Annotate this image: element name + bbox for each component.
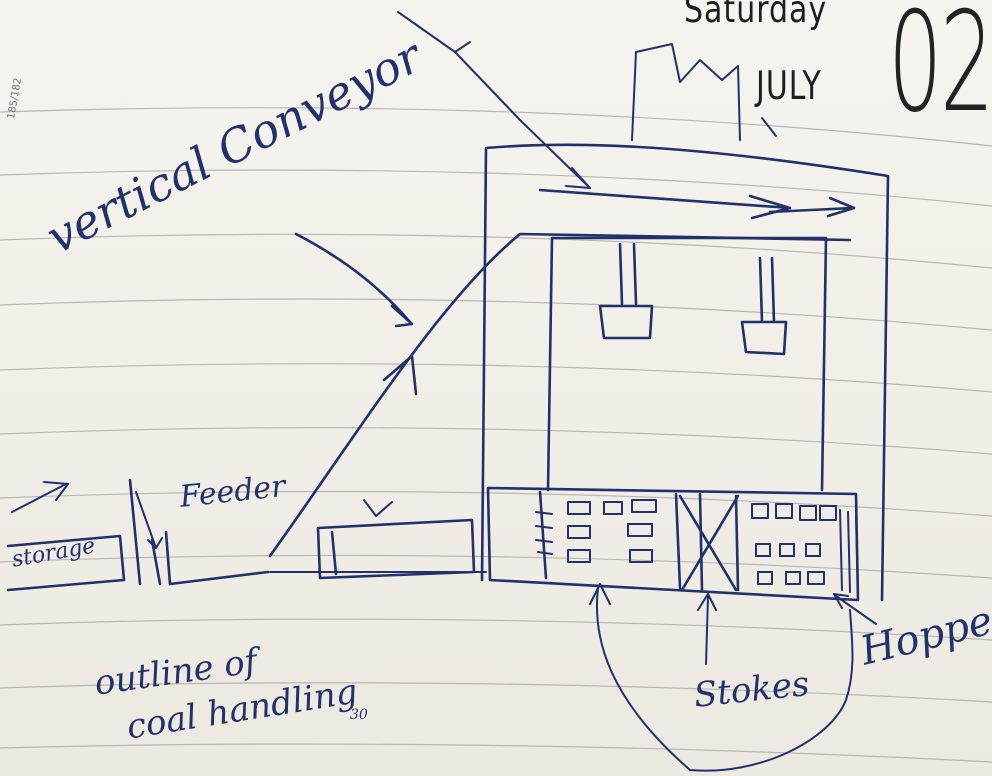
bunker-left: [600, 244, 652, 338]
crusher-box: [318, 520, 474, 578]
stoker-grate-right: [752, 504, 836, 584]
hopper-hatching: [840, 510, 858, 594]
top-pointer-arrow: [398, 12, 590, 188]
bunker-right: [742, 258, 786, 354]
stokers-arrow-mid: [698, 594, 716, 664]
inclined-conveyor: [270, 234, 850, 556]
storage-arrow: [12, 482, 68, 512]
inner-frame: [548, 238, 826, 490]
top-scribble: [632, 44, 740, 140]
stoker-grate-left: [568, 500, 656, 562]
conveyor-arrow-top: [540, 190, 790, 218]
crusher-arrow: [364, 500, 392, 516]
month-pointer: [762, 118, 776, 136]
sketch-title-number: 30: [350, 707, 368, 723]
feeder-arrow: [136, 492, 162, 548]
stoker-cross: [680, 496, 738, 590]
conveyor-pointer: [296, 234, 412, 326]
hopper-arrow: [834, 594, 876, 624]
